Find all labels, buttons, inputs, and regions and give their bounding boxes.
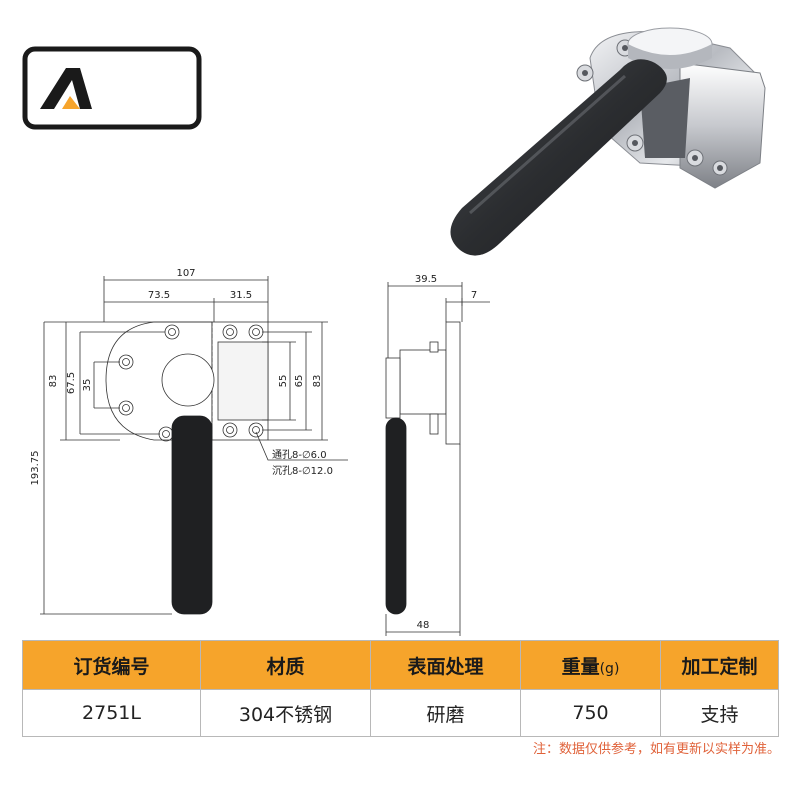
dim-right-width: 31.5 [230, 290, 252, 301]
spec-table: 订货编号 材质 表面处理 重量(g) 加工定制 2751L 304不锈钢 研磨 … [22, 640, 779, 737]
disclaimer-note: 注：数据仅供参考，如有更新以实样为准。 [532, 742, 780, 757]
spec-table-header: 订货编号 材质 表面处理 重量(g) 加工定制 [22, 640, 779, 690]
product-photo [450, 27, 766, 256]
dim-left-width: 73.5 [148, 290, 170, 301]
logo-mark-icon [40, 68, 92, 109]
header-surface-treatment: 表面处理 [370, 640, 521, 690]
side-view [385, 282, 490, 636]
dim-height-left-inner: 35 [82, 379, 93, 392]
hole-note-through: 通孔8-∅6.0 [272, 449, 327, 461]
hole-note-counterbore: 沉孔8-∅12.0 [272, 464, 333, 477]
cell-customization: 支持 [660, 689, 779, 737]
front-view [40, 276, 348, 615]
cell-material: 304不锈钢 [200, 689, 371, 737]
dim-height-right-outer: 83 [312, 375, 323, 388]
header-weight-unit: (g) [599, 660, 620, 677]
dim-height-right-inner: 55 [278, 375, 289, 388]
dim-height-right-mid: 65 [294, 375, 305, 388]
table-row: 2751L 304不锈钢 研磨 750 支持 [22, 689, 779, 737]
header-weight-label: 重量 [561, 655, 600, 678]
dim-height-left-mid: 67.5 [66, 372, 77, 394]
dim-depth-top: 39.5 [415, 274, 437, 285]
technical-drawing: 107 73.5 31.5 83 67.5 35 55 65 83 193.75… [30, 268, 490, 636]
header-material: 材质 [200, 640, 371, 690]
dim-height-left-outer: 83 [48, 375, 59, 388]
screw-holes [576, 39, 728, 176]
header-order-number: 订货编号 [22, 640, 201, 690]
header-customization: 加工定制 [660, 640, 779, 690]
dim-total-width: 107 [176, 268, 195, 279]
header-weight: 重量(g) [520, 640, 661, 690]
brand-logo [22, 46, 202, 130]
dim-depth-bottom: 48 [417, 620, 430, 631]
cell-order-number: 2751L [22, 689, 201, 737]
cell-surface-treatment: 研磨 [370, 689, 521, 737]
dim-plate-thickness: 7 [471, 290, 477, 301]
dim-total-height: 193.75 [30, 451, 41, 486]
cell-weight: 750 [520, 689, 661, 737]
